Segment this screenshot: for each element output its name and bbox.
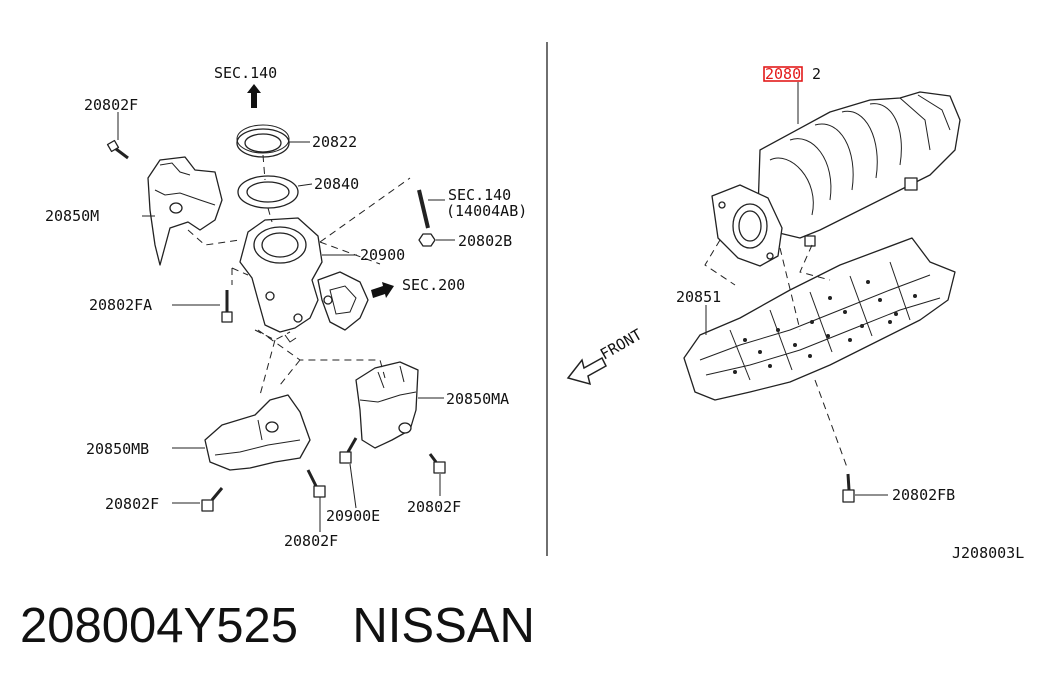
sec140-arrow-up-icon xyxy=(247,84,261,108)
label-20840: 20840 xyxy=(314,175,359,193)
leader-lines-left xyxy=(117,112,455,532)
part-caption: 208004Y525 NISSAN xyxy=(20,598,535,654)
caption-part-number: 208004Y525 xyxy=(20,599,298,653)
label-20850mb: 20850MB xyxy=(86,440,149,458)
label-20802fb: 20802FB xyxy=(892,486,955,504)
label-20802b: 20802B xyxy=(458,232,512,250)
label-front: FRONT xyxy=(597,325,645,363)
label-sec140-right: SEC.140 xyxy=(448,186,511,204)
caption-brand: NISSAN xyxy=(352,599,535,653)
front-arrow-icon xyxy=(566,356,607,386)
assembly-lines-left xyxy=(187,154,411,396)
label-20900e: 20900E xyxy=(326,507,380,525)
label-20850m: 20850M xyxy=(45,207,99,225)
label-sec140-top: SEC.140 xyxy=(214,64,277,82)
catalytic-converter-20900 xyxy=(239,217,369,343)
heat-shield-20850ma xyxy=(355,361,419,449)
caption-spacer xyxy=(298,599,352,653)
highlight-box xyxy=(763,66,803,82)
label-20851: 20851 xyxy=(676,288,721,306)
label-diagram-code: J208003L xyxy=(952,544,1024,562)
label-20802-highlight[interactable]: 2080 xyxy=(765,65,801,83)
label-20802-suffix: 2 xyxy=(812,65,821,83)
heat-shield-20850mb xyxy=(204,394,311,471)
gasket-20840 xyxy=(237,175,299,209)
bolt-20802f-top xyxy=(106,139,129,160)
label-20822: 20822 xyxy=(312,133,357,151)
gasket-20822 xyxy=(236,124,290,158)
label-20802f-top: 20802F xyxy=(84,96,138,114)
catalytic-converter-3d xyxy=(711,91,961,267)
label-20802f-left: 20802F xyxy=(105,495,159,513)
label-sec200: SEC.200 xyxy=(402,276,465,294)
heat-shield-20850m xyxy=(147,156,223,266)
bolt-20802f-right xyxy=(428,453,446,474)
bolt-20900e xyxy=(339,437,358,464)
label-20900: 20900 xyxy=(360,246,405,264)
assembly-lines-right xyxy=(704,239,849,471)
stud-20802b xyxy=(417,189,436,247)
heat-shield-20851 xyxy=(683,237,956,401)
label-20850ma: 20850MA xyxy=(446,390,509,408)
bolt-20802fa xyxy=(221,290,233,323)
label-14004ab: (14004AB) xyxy=(446,202,527,220)
sec200-arrow-right-icon xyxy=(371,282,394,298)
label-20802fa: 20802FA xyxy=(89,296,152,314)
bolt-20802f-center xyxy=(306,469,326,498)
label-20802f-bottom: 20802F xyxy=(284,532,338,550)
label-20802f-right: 20802F xyxy=(407,498,461,516)
leader-lines-right xyxy=(705,82,888,496)
bolt-20802fb xyxy=(842,473,855,503)
bolt-20802f-left xyxy=(201,487,224,512)
